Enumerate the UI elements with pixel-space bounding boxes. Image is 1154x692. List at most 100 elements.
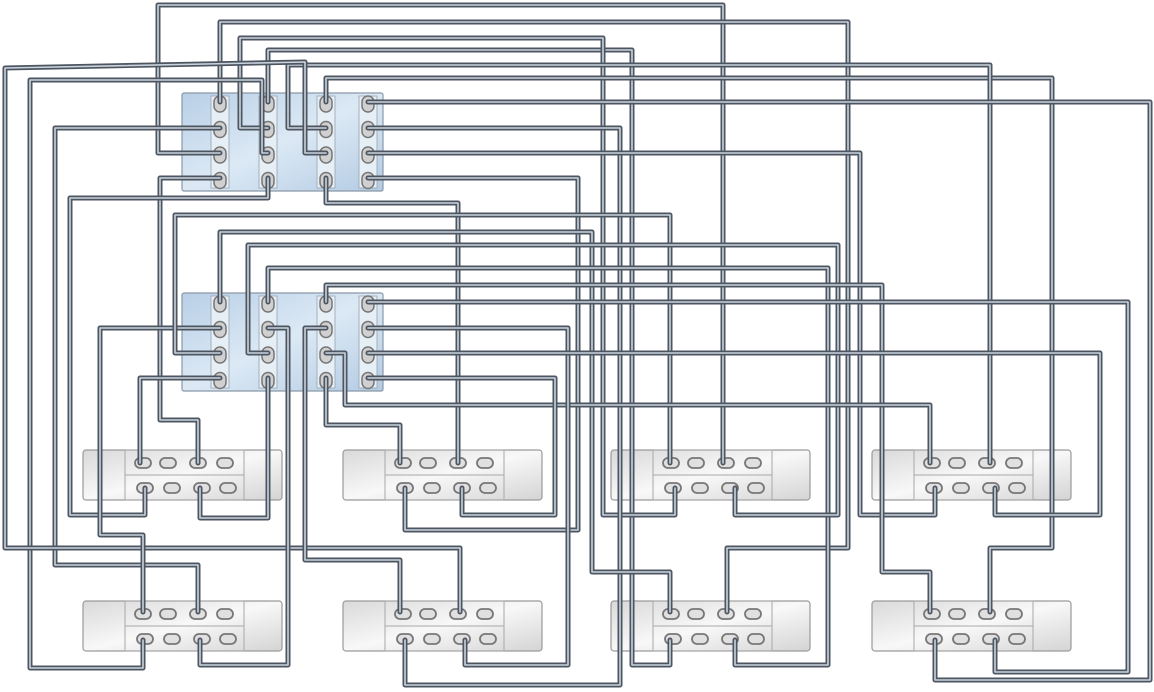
cable-inner: [325, 352, 931, 464]
cable-16: [365, 175, 581, 533]
port-icon: [664, 633, 682, 645]
cable-inner: [304, 327, 401, 613]
cable-inner: [267, 49, 671, 666]
cable-21: [265, 265, 831, 668]
port-icon: [479, 482, 497, 494]
drive-shelf: [82, 449, 283, 501]
cable-inner: [325, 177, 459, 464]
cable-2: [52, 125, 223, 615]
cable-14: [365, 125, 623, 688]
port-icon: [423, 482, 441, 494]
port-icon: [163, 482, 181, 494]
port-icon: [747, 633, 765, 645]
cable-8: [67, 175, 271, 518]
cable-inner: [367, 177, 579, 531]
cable-23: [245, 242, 841, 518]
cable-inner: [99, 327, 221, 613]
cable-1: [155, 2, 726, 466]
port-icon: [476, 608, 494, 620]
port-icon: [978, 457, 996, 469]
cable-inner: [29, 79, 269, 669]
cable-11: [2, 59, 463, 615]
cable-3: [157, 175, 223, 466]
port-icon: [691, 482, 709, 494]
cable-32: [365, 375, 558, 518]
cable-9: [323, 75, 1055, 615]
port-icon: [394, 457, 412, 469]
cable-28: [323, 375, 403, 466]
cable-inner: [367, 352, 1101, 516]
drive-shelf: [82, 600, 283, 652]
cable-inner: [367, 301, 1129, 673]
cable-10: [285, 62, 993, 466]
port-icon: [394, 608, 412, 620]
cable-inner: [367, 152, 936, 516]
cable-18: [97, 325, 223, 615]
port-icon: [744, 608, 762, 620]
port-icon: [423, 633, 441, 645]
cable-20: [137, 375, 223, 466]
cable-inner: [219, 231, 671, 613]
cable-7: [27, 77, 271, 671]
port-icon: [216, 457, 234, 469]
port-icon: [479, 633, 497, 645]
port-icon: [419, 608, 437, 620]
cable-22: [197, 325, 291, 668]
port-icon: [1005, 457, 1023, 469]
cable-27: [323, 350, 933, 466]
cable-5: [265, 47, 673, 668]
port-icon: [948, 608, 966, 620]
cable-inner: [367, 377, 556, 516]
port-icon: [744, 457, 762, 469]
cable-inner: [267, 267, 829, 666]
cable-inner: [325, 77, 1053, 613]
cable-inner: [4, 61, 461, 613]
port-icon: [687, 608, 705, 620]
drive-shelf: [342, 600, 543, 652]
port-icon: [952, 633, 970, 645]
port-icon: [219, 633, 237, 645]
cable-12: [323, 175, 461, 466]
cable-17: [217, 229, 673, 615]
cable-inner: [199, 327, 289, 666]
cable-inner: [367, 327, 569, 666]
port-icon: [978, 608, 996, 620]
cable-30: [365, 325, 571, 668]
cable-inner: [157, 4, 724, 464]
port-icon: [419, 457, 437, 469]
cable-inner: [287, 64, 991, 464]
cable-25: [323, 282, 933, 615]
port-icon: [159, 608, 177, 620]
cable-inner: [367, 101, 1151, 681]
port-icon: [691, 633, 709, 645]
drive-shelf: [342, 449, 543, 501]
cable-inner: [54, 127, 221, 613]
cable-inner: [325, 377, 401, 464]
port-icon: [134, 457, 152, 469]
cable-inner: [367, 127, 621, 686]
port-icon: [747, 482, 765, 494]
cable-6: [237, 35, 678, 518]
port-icon: [687, 457, 705, 469]
cable-inner: [325, 284, 931, 613]
port-icon: [1008, 482, 1026, 494]
port-icon: [1008, 633, 1026, 645]
port-icon: [717, 457, 735, 469]
port-icon: [159, 457, 177, 469]
port-icon: [952, 482, 970, 494]
cable-inner: [247, 244, 839, 516]
cable-inner: [159, 177, 221, 464]
cable-inner: [239, 37, 676, 516]
drive-shelf: [871, 449, 1072, 501]
cable-29: [365, 299, 1131, 675]
cable-inner: [139, 377, 221, 464]
port-icon: [453, 633, 471, 645]
cable-15: [365, 150, 938, 518]
cable-13: [365, 99, 1153, 683]
port-icon: [163, 633, 181, 645]
drive-shelf: [871, 600, 1072, 652]
cable-inner: [69, 177, 269, 516]
cable-inner: [199, 377, 269, 519]
